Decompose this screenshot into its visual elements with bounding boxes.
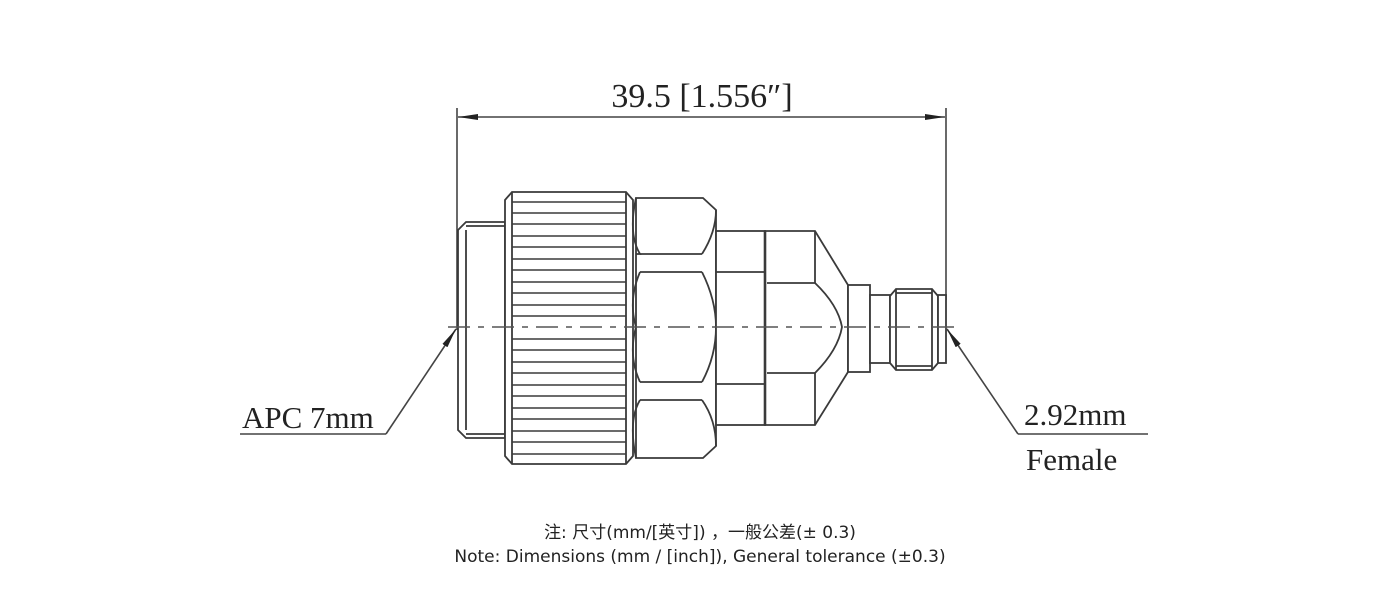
body-section [715, 230, 766, 426]
left-callout [240, 328, 457, 435]
note-english: Note: Dimensions (mm / [inch]), General … [454, 547, 946, 567]
note-chinese: 注: 尺寸(mm/[英寸]) ，一般公差(± 0.3) [544, 523, 856, 543]
knurled-coupling-nut [504, 191, 634, 465]
overall-length-dimension [456, 108, 947, 330]
hex-nut [631, 197, 717, 459]
left-callout-label: APC 7mm [242, 400, 374, 435]
front-flange [457, 221, 506, 439]
collar [847, 284, 871, 373]
right-callout-size: 2.92mm [1024, 397, 1126, 432]
female-threaded-tip [869, 288, 947, 371]
right-callout-gender: Female [1026, 442, 1117, 477]
overall-length-label: 39.5 [1.556″] [611, 78, 792, 115]
tapered-body [763, 230, 849, 426]
right-callout [946, 328, 1148, 435]
